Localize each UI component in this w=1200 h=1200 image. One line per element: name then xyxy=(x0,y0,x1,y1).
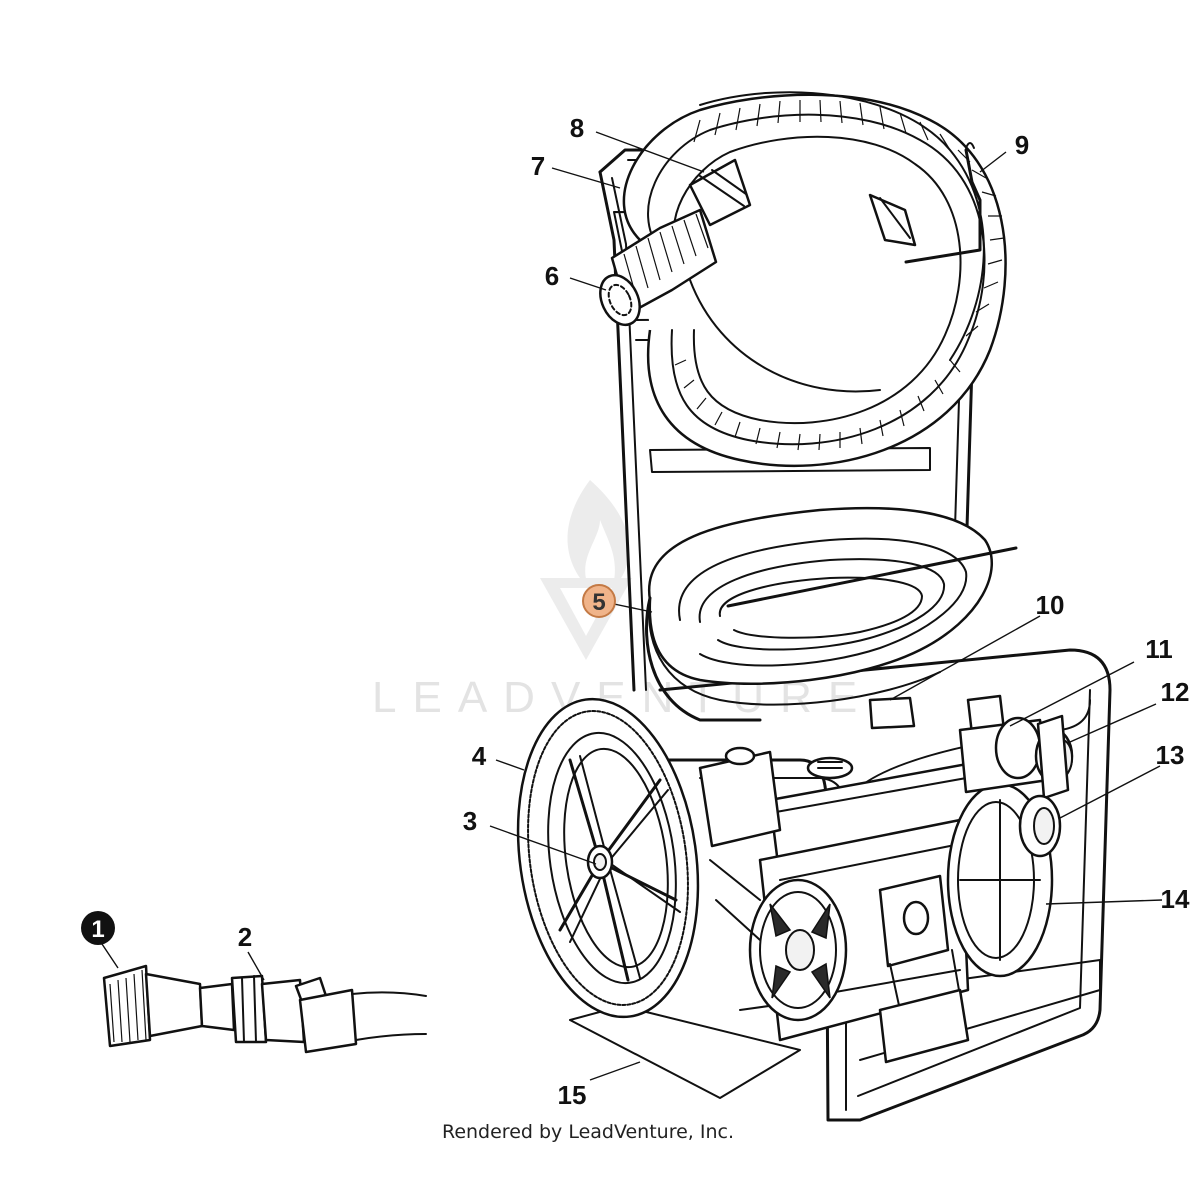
footer-credit: Rendered by LeadVenture, Inc. xyxy=(442,1121,734,1143)
leader-line-2 xyxy=(247,951,265,981)
leader-line-15 xyxy=(589,1061,641,1081)
callout-2[interactable]: 2 xyxy=(238,922,252,952)
callout-5[interactable]: 5 xyxy=(592,589,605,616)
leader-line-14 xyxy=(1045,899,1163,905)
leader-line-10 xyxy=(889,615,1041,701)
suction-hose xyxy=(599,91,1007,467)
watermark-flame-icon xyxy=(567,480,630,590)
callout-marker-1 xyxy=(81,911,115,945)
engine-pump-assembly xyxy=(698,694,1074,1064)
callout-4[interactable]: 4 xyxy=(472,741,487,771)
leader-line-12 xyxy=(1069,703,1157,743)
callout-marker-5 xyxy=(582,584,616,618)
callout-6[interactable]: 6 xyxy=(545,261,559,291)
leader-line-1 xyxy=(101,943,119,969)
leader-line-7 xyxy=(551,167,621,189)
leader-line-4 xyxy=(495,759,525,771)
callout-7[interactable]: 7 xyxy=(531,151,545,181)
leader-line-9 xyxy=(979,151,1007,173)
callout-14[interactable]: 14 xyxy=(1161,884,1190,914)
callout-13[interactable]: 13 xyxy=(1156,740,1185,770)
callout-10[interactable]: 10 xyxy=(1036,590,1065,620)
callout-9[interactable]: 9 xyxy=(1015,130,1029,160)
callout-11[interactable]: 11 xyxy=(1145,634,1173,664)
callout-12[interactable]: 12 xyxy=(1161,677,1190,707)
leader-line-8 xyxy=(595,131,705,173)
leader-line-6 xyxy=(569,277,607,291)
callout-8[interactable]: 8 xyxy=(570,113,584,143)
callout-3[interactable]: 3 xyxy=(463,806,477,836)
leader-line-11 xyxy=(1009,661,1135,727)
wheel xyxy=(516,697,700,1019)
callout-15[interactable]: 15 xyxy=(558,1080,587,1110)
leader-line-5 xyxy=(613,603,653,613)
nozzle-assembly xyxy=(102,964,427,1054)
callouts: 1 2 3 4 5 6 7 8 9 10 11 12 13 14 15 xyxy=(81,113,1190,1110)
leader-line-13 xyxy=(1059,765,1161,819)
discharge-hose-coil xyxy=(645,506,1018,730)
leader-lines xyxy=(101,131,1163,1081)
callout-1[interactable]: 1 xyxy=(91,916,104,943)
leader-line-3 xyxy=(489,825,597,865)
